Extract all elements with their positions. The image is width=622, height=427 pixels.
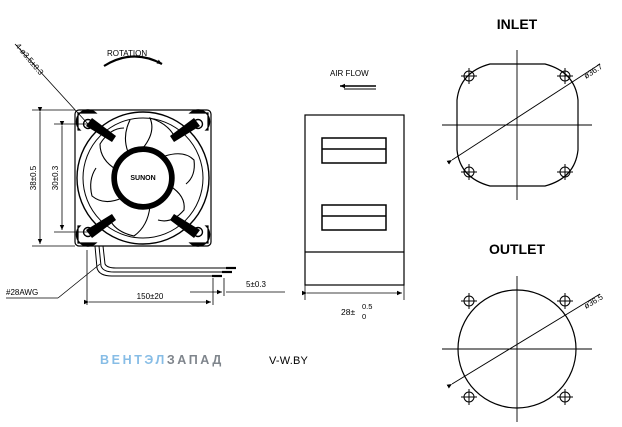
height-dimension xyxy=(32,107,88,247)
strip-length-label: 5±0.3 xyxy=(246,280,267,289)
hole-spacing-label: 30±0.3 xyxy=(51,165,60,190)
side-slot-bottom xyxy=(321,204,387,231)
rotation-arrow-icon xyxy=(103,55,163,67)
outlet-view xyxy=(442,276,601,422)
frame-height-label: 38±0.5 xyxy=(29,165,38,190)
side-view xyxy=(302,83,405,300)
inlet-mounting-hole-icon xyxy=(461,68,573,180)
side-frame xyxy=(304,114,405,286)
fan-strut xyxy=(86,118,200,238)
watermark-site: V-W.BY xyxy=(269,355,309,367)
inlet-outline xyxy=(456,63,579,187)
front-view xyxy=(6,43,285,305)
lead-length-label: 150±20 xyxy=(137,292,164,301)
outlet-heading: OUTLET xyxy=(489,241,545,257)
air-flow-label: AIR FLOW xyxy=(330,69,369,78)
depth-dimension xyxy=(302,285,405,300)
watermark-brand: ВЕНТЭЛЗАПАД xyxy=(100,353,224,367)
outlet-mounting-hole-icon xyxy=(461,293,573,405)
inlet-heading: INLET xyxy=(497,16,538,32)
fan-blade-icon xyxy=(90,117,195,237)
mounting-hole-dimension: 4-ø3.5±0.3 xyxy=(13,42,45,78)
watermark-brand-part2: ЗАПАД xyxy=(167,353,224,367)
fan-shroud xyxy=(76,111,210,245)
outlet-diameter-leader xyxy=(446,293,601,389)
wire-gauge-label: #28AWG xyxy=(6,288,38,297)
depth-tol-plus: 0.5 xyxy=(362,302,372,311)
watermark-brand-part1: ВЕНТЭЛ xyxy=(100,353,167,367)
depth-label: 28± xyxy=(341,307,355,317)
hole-leader-line xyxy=(14,43,89,125)
rotation-label: ROTATION xyxy=(107,49,147,58)
inlet-diameter-leader xyxy=(446,63,601,165)
lead-wires xyxy=(94,245,236,278)
lead-length-dimension xyxy=(84,250,285,305)
inlet-view xyxy=(442,50,601,200)
inlet-diameter-label: ø36.7 xyxy=(582,62,605,81)
outlet-diameter-label: ø36.5 xyxy=(582,292,605,311)
side-slot-top xyxy=(321,137,387,164)
hub-logo: SUNON xyxy=(130,175,155,182)
fan-frame xyxy=(74,109,212,247)
depth-tol-minus: 0 xyxy=(362,312,366,321)
